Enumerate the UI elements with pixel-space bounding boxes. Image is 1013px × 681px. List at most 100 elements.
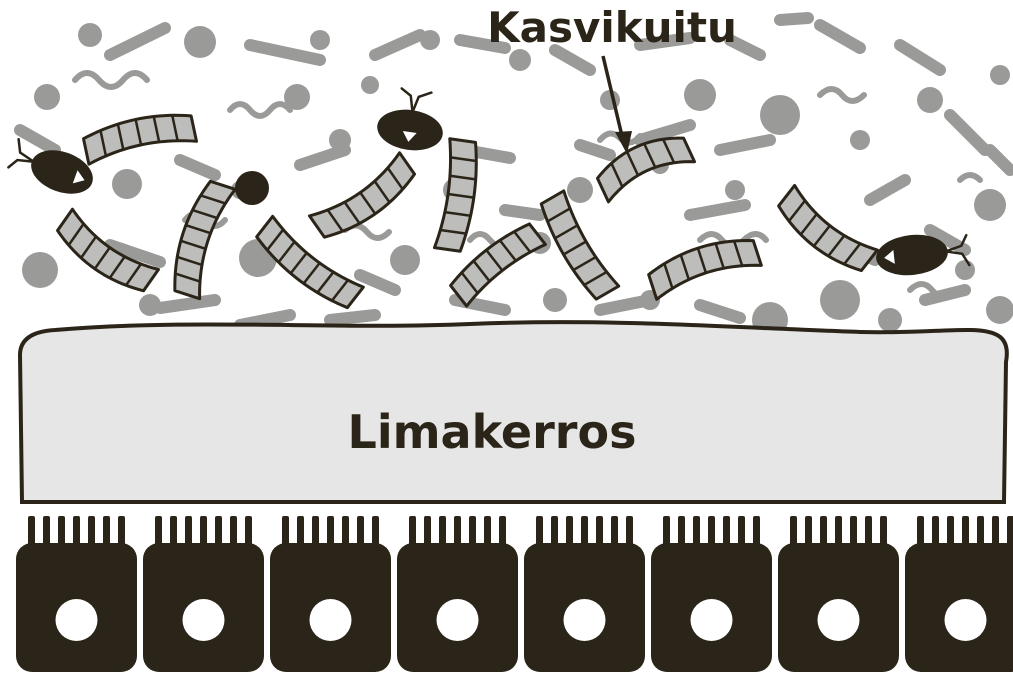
microvillus	[678, 516, 685, 550]
epithelial-cell-layer	[16, 516, 1013, 672]
coccus-bacterium	[850, 130, 870, 150]
rod-bacterium	[555, 50, 590, 70]
microvillus	[454, 516, 461, 550]
microvillus	[850, 516, 857, 550]
microvillus	[536, 516, 543, 550]
microvillus	[663, 516, 670, 550]
microvillus	[611, 516, 618, 550]
microvillus	[693, 516, 700, 550]
rod-bacterium	[375, 35, 420, 55]
epithelial-cell	[905, 516, 1013, 672]
microvillus	[439, 516, 446, 550]
rod-bacterium	[720, 140, 770, 150]
microvillus	[835, 516, 842, 550]
microvillus	[215, 516, 222, 550]
rod-bacterium	[180, 160, 215, 175]
microvillus	[805, 516, 812, 550]
microvillus	[230, 516, 237, 550]
bound-coccus	[235, 171, 269, 205]
epithelial-cell	[778, 516, 899, 672]
mucus-label: Limakerros	[348, 405, 637, 459]
microvillus	[73, 516, 80, 550]
gut-bacteria	[20, 18, 1013, 338]
rod-bacterium	[820, 25, 860, 48]
microvillus	[155, 516, 162, 550]
microvillus	[551, 516, 558, 550]
microvillus	[170, 516, 177, 550]
coccus-bacterium	[184, 26, 216, 58]
microvillus	[185, 516, 192, 550]
microvillus	[581, 516, 588, 550]
microvillus	[566, 516, 573, 550]
cell-nucleus	[310, 599, 352, 641]
epithelial-cell	[143, 516, 264, 672]
microvillus	[312, 516, 319, 550]
cell-nucleus	[945, 599, 987, 641]
rod-bacterium	[330, 315, 375, 320]
coccus-bacterium	[917, 87, 943, 113]
microvillus	[372, 516, 379, 550]
microvillus	[484, 516, 491, 550]
microvillus	[708, 516, 715, 550]
coccus-bacterium	[22, 252, 58, 288]
spiral-bacterium	[960, 175, 980, 180]
rod-bacterium	[990, 150, 1010, 170]
coccus-bacterium	[990, 65, 1010, 85]
coccus-bacterium	[820, 280, 860, 320]
microvillus	[753, 516, 760, 550]
microvillus	[245, 516, 252, 550]
coccus-bacterium	[955, 260, 975, 280]
rod-bacterium	[300, 150, 345, 165]
rod-bacterium	[360, 275, 395, 290]
rod-bacterium	[505, 210, 540, 215]
coccus-bacterium	[986, 296, 1013, 324]
microvillus	[917, 516, 924, 550]
microvillus	[977, 516, 984, 550]
microvillus	[499, 516, 506, 550]
coccus-bacterium	[760, 95, 800, 135]
microvillus	[118, 516, 125, 550]
plant-fiber	[165, 178, 235, 298]
microvillus	[865, 516, 872, 550]
rod-bacterium	[870, 180, 905, 200]
rod-bacterium	[780, 18, 808, 20]
microvillus	[738, 516, 745, 550]
microvillus	[962, 516, 969, 550]
microvillus	[357, 516, 364, 550]
coccus-bacterium	[112, 169, 142, 199]
epithelial-cell	[524, 516, 645, 672]
cell-nucleus	[691, 599, 733, 641]
microvillus	[424, 516, 431, 550]
microvillus	[88, 516, 95, 550]
spiral-bacterium	[230, 104, 290, 116]
microvillus	[342, 516, 349, 550]
rod-bacterium	[250, 45, 320, 60]
microvillus	[43, 516, 50, 550]
microvillus	[409, 516, 416, 550]
rod-bacterium	[690, 205, 745, 215]
coccus-bacterium	[34, 84, 60, 110]
epithelial-cell	[270, 516, 391, 672]
coccus-bacterium	[974, 189, 1006, 221]
microvillus	[327, 516, 334, 550]
rod-bacterium	[700, 305, 740, 318]
coccus-bacterium	[310, 30, 330, 50]
microvillus	[992, 516, 999, 550]
rod-bacterium	[600, 300, 650, 310]
microvillus	[28, 516, 35, 550]
rod-bacterium	[110, 28, 165, 55]
microvillus	[469, 516, 476, 550]
rod-bacterium	[160, 300, 215, 308]
microvillus	[297, 516, 304, 550]
microvillus	[932, 516, 939, 550]
microvillus	[626, 516, 633, 550]
microvillus	[1007, 516, 1013, 550]
microvillus	[790, 516, 797, 550]
microvillus	[820, 516, 827, 550]
epithelial-cell	[397, 516, 518, 672]
coccus-bacterium	[543, 288, 567, 312]
bacterium-body	[375, 106, 446, 155]
epithelial-cell	[16, 516, 137, 672]
